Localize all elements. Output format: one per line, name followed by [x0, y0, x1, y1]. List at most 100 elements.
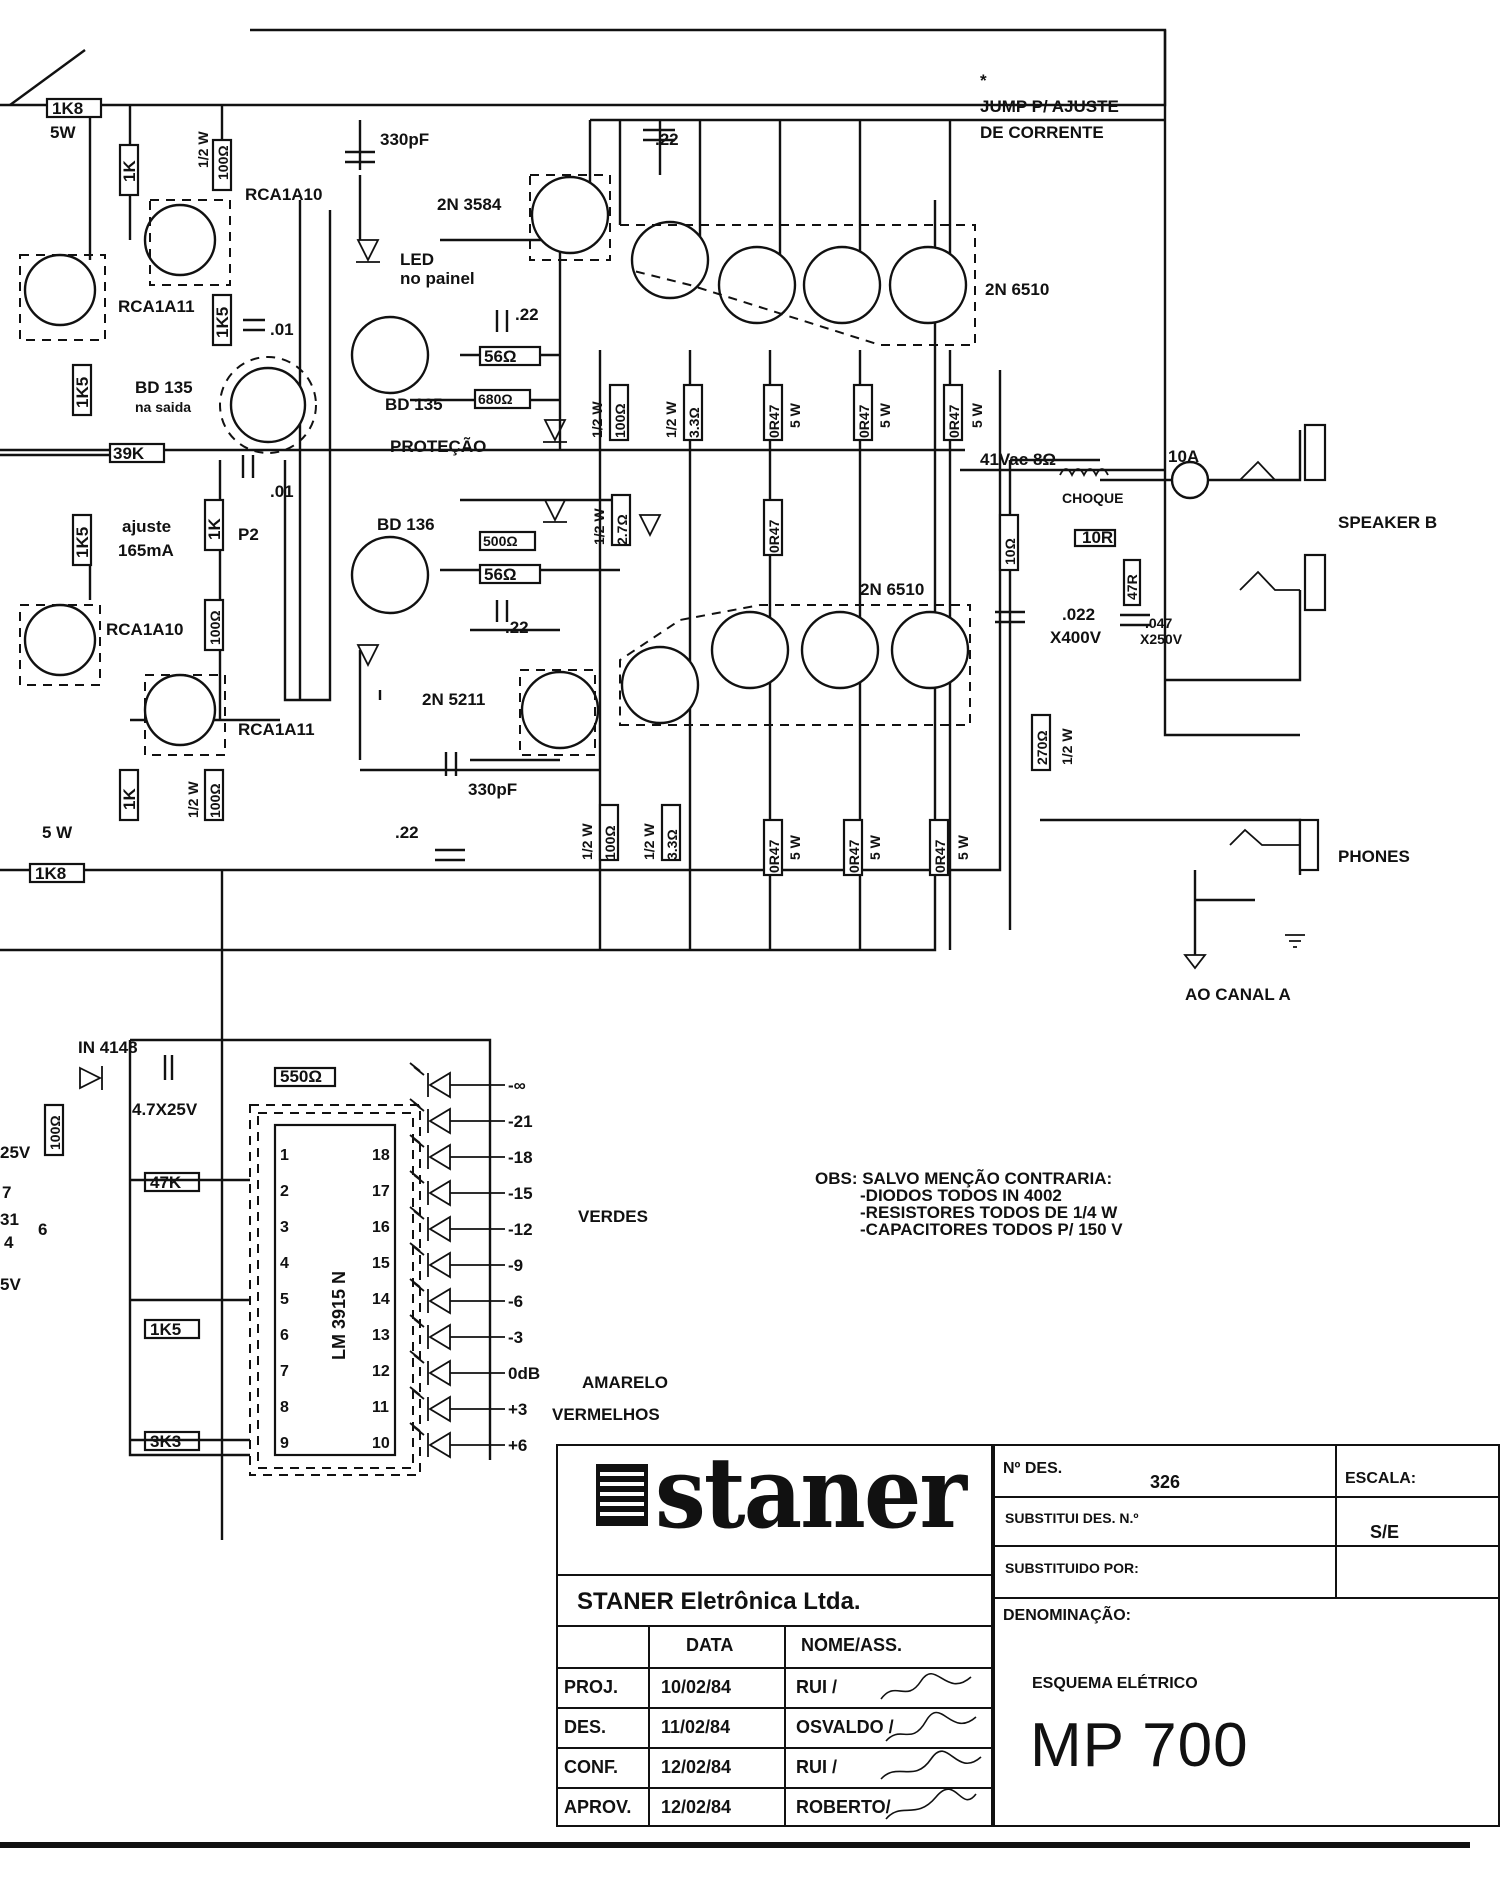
- bargraph-led-icon: [409, 1314, 505, 1351]
- brand-logo: staner: [655, 1436, 967, 1551]
- transistor-rca1a11-left: [23, 253, 97, 327]
- label-bd135: BD 135: [135, 378, 193, 397]
- label-bd136: BD 136: [377, 515, 435, 534]
- ic-pin-right: 16: [372, 1219, 390, 1236]
- label-ajuste-val: 165mA: [118, 541, 174, 560]
- label-0r47-a: 0R47: [766, 404, 782, 438]
- label-c01-a: .01: [270, 320, 294, 339]
- resistor-0r47-b: [852, 383, 874, 442]
- resistor-0r47-c: [942, 383, 964, 442]
- diodes: [79, 239, 662, 1090]
- row-name: RUI /: [796, 1757, 838, 1777]
- obs-line-2: -RESISTORES TODOS DE 1/4 W: [860, 1203, 1118, 1222]
- transistor-2n6510-6: [710, 610, 790, 690]
- label-0r47-f: 0R47: [932, 839, 948, 873]
- ic-pin-left: 3: [280, 1219, 289, 1236]
- transistor-bd135: [350, 315, 430, 395]
- label-680: 680Ω: [478, 391, 513, 407]
- label-5w-d: 5 W: [787, 834, 803, 860]
- drawing-title: ESQUEMA ELÉTRICO: [1032, 1675, 1198, 1692]
- resistor-680: [473, 388, 532, 410]
- bargraph-led-icon: [409, 1134, 505, 1171]
- resistor-270: [1030, 713, 1052, 772]
- transistor-rca1a10-top: [143, 203, 217, 277]
- label-c22-bot: .22: [395, 823, 419, 842]
- label-100-a: 100Ω: [215, 145, 231, 180]
- label-0r47-e: 0R47: [846, 839, 862, 873]
- label-330pf-top: 330pF: [380, 130, 429, 149]
- bargraph-led-icon: [409, 1062, 505, 1099]
- input-lead: [9, 49, 86, 106]
- label-amarelo: AMARELO: [582, 1373, 668, 1392]
- row-role: CONF.: [564, 1757, 618, 1777]
- transistor-2n5211: [520, 670, 600, 750]
- escala-label: ESCALA:: [1345, 1470, 1417, 1487]
- led-level-label: -21: [508, 1112, 533, 1131]
- label-1-2w-100: 1/2 W: [589, 401, 605, 438]
- ic-pin-right: 13: [372, 1327, 390, 1344]
- label-c22-low: .22: [505, 618, 529, 637]
- resistor-100-f: [43, 1103, 65, 1157]
- transistor-2n6510-4: [888, 245, 968, 325]
- label-1-2w-33: 1/2 W: [663, 401, 679, 438]
- label-phones: PHONES: [1338, 847, 1410, 866]
- led-level-label: -3: [508, 1328, 523, 1347]
- ic-pin-left: 9: [280, 1435, 289, 1452]
- bargraph-led-icon: [409, 1278, 505, 1315]
- obs-line-3: -CAPACITORES TODOS P/ 150 V: [860, 1220, 1123, 1239]
- resistor-100-b: [608, 383, 630, 442]
- resistor-0r47-mid: [762, 498, 784, 557]
- page-bottom-border: [0, 1842, 1470, 1848]
- label-choque: CHOQUE: [1062, 490, 1123, 506]
- resistor-550: [273, 1066, 337, 1088]
- label-1k-a: 1K: [120, 160, 139, 182]
- label-5w-a: 5 W: [787, 402, 803, 428]
- label-fuse: 10A: [1168, 447, 1199, 466]
- label-rca1a11-left: RCA1A11: [118, 297, 195, 316]
- obs-line-1: -DIODOS TODOS IN 4002: [860, 1186, 1062, 1205]
- label-vout: 41Vac 8Ω: [980, 450, 1056, 469]
- label-1-2w-e: 1/2 W: [641, 823, 657, 860]
- model-number: MP 700: [1030, 1711, 1249, 1780]
- label-1k5-b: 1K5: [73, 527, 92, 558]
- company-name: STANER Eletrônica Ltda.: [577, 1588, 861, 1615]
- ic-pin-left: 4: [280, 1255, 289, 1272]
- label-47r: 47R: [1124, 574, 1140, 600]
- capacitors: [163, 128, 1150, 1080]
- resistor-47r: [1122, 558, 1142, 607]
- label-bd135-note: na saida: [135, 399, 191, 415]
- resistor-100-d: [203, 768, 225, 822]
- label-10: 10Ω: [1002, 538, 1018, 565]
- label-speaker: SPEAKER B: [1338, 513, 1437, 532]
- bargraph-leds: [409, 1062, 505, 1459]
- label-1k8-top: 1K8: [52, 99, 83, 118]
- resistor-1k-a: [118, 143, 140, 197]
- substituido-label: SUBSTITUIDO POR:: [1005, 1560, 1139, 1576]
- resistor-0r47-e: [842, 818, 864, 877]
- label-5w-top: 5W: [50, 123, 76, 142]
- resistor-100-a: [211, 138, 233, 192]
- label-100-f: 100Ω: [47, 1115, 63, 1150]
- label-27: 2.7Ω: [614, 514, 630, 545]
- label-led-note: no painel: [400, 269, 475, 288]
- label-ajuste: ajuste: [122, 517, 171, 536]
- dashed-outlines: [19, 174, 976, 1476]
- resistor-56-a: [478, 345, 542, 367]
- led-level-label: -12: [508, 1220, 533, 1239]
- denominacao-label: DENOMINAÇÃO:: [1003, 1607, 1131, 1624]
- led-level-label: 0dB: [508, 1364, 540, 1383]
- resistor-1k5-c: [143, 1318, 201, 1340]
- label-270-w: 1/2 W: [1059, 728, 1075, 765]
- resistor-1k8-bot: [28, 862, 86, 884]
- ic-pin-right: 15: [372, 1255, 390, 1272]
- bargraph-led-icon: [409, 1242, 505, 1279]
- resistor-0r47-f: [928, 818, 950, 877]
- label-bd135-b: BD 135: [385, 395, 443, 414]
- obs-title: OBS: SALVO MENÇÃO CONTRARIA:: [815, 1169, 1113, 1188]
- bargraph-led-icon: [409, 1386, 505, 1423]
- label-0r47-mid: 0R47: [766, 519, 782, 553]
- transistors: [23, 175, 1210, 750]
- label-jump-1: JUMP P/ AJUSTE: [980, 97, 1119, 116]
